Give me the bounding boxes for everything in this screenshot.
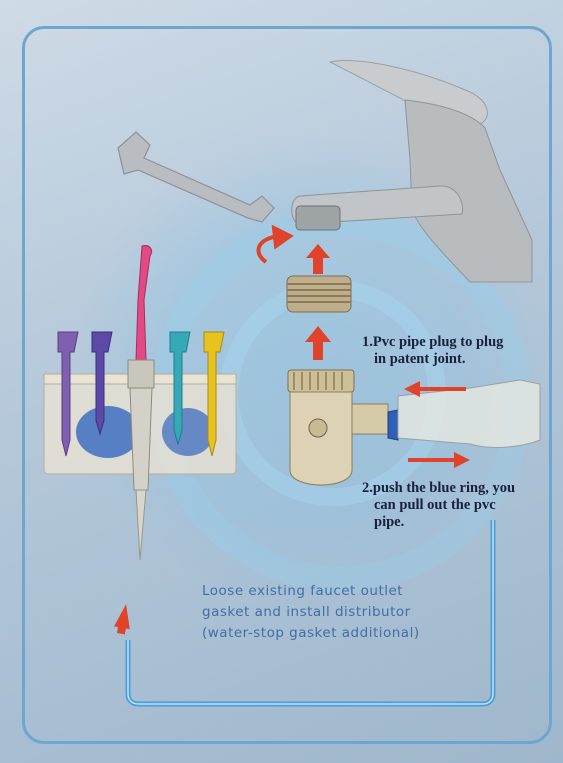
wrench-icon — [118, 132, 274, 222]
faucet-icon — [292, 61, 532, 282]
step1-text: 1.Pvc pipe plug to plug in patent joint. — [362, 334, 552, 368]
rotate-arrow-icon — [258, 228, 290, 262]
note-line: Loose existing faucet outlet — [202, 581, 502, 602]
step1-line: in patent joint. — [362, 351, 552, 368]
arrow-up-icon — [305, 326, 331, 360]
install-note: Loose existing faucet outlet gasket and … — [202, 581, 502, 644]
note-line: (water-stop gasket additional) — [202, 623, 502, 644]
step2-line: can pull out the pvc — [362, 497, 552, 514]
arrow-right-icon — [408, 452, 470, 468]
irrigator-handle-icon — [128, 246, 154, 560]
arrow-up-icon — [114, 603, 134, 635]
step2-line: pipe. — [362, 514, 552, 531]
threaded-adapter-icon — [287, 276, 351, 312]
step1-line: 1.Pvc pipe plug to plug — [362, 334, 552, 351]
note-line: gasket and install distributor — [202, 602, 502, 623]
step2-line: 2.push the blue ring, you — [362, 480, 552, 497]
arrow-up-icon — [306, 244, 330, 274]
step2-text: 2.push the blue ring, you can pull out t… — [362, 480, 552, 531]
